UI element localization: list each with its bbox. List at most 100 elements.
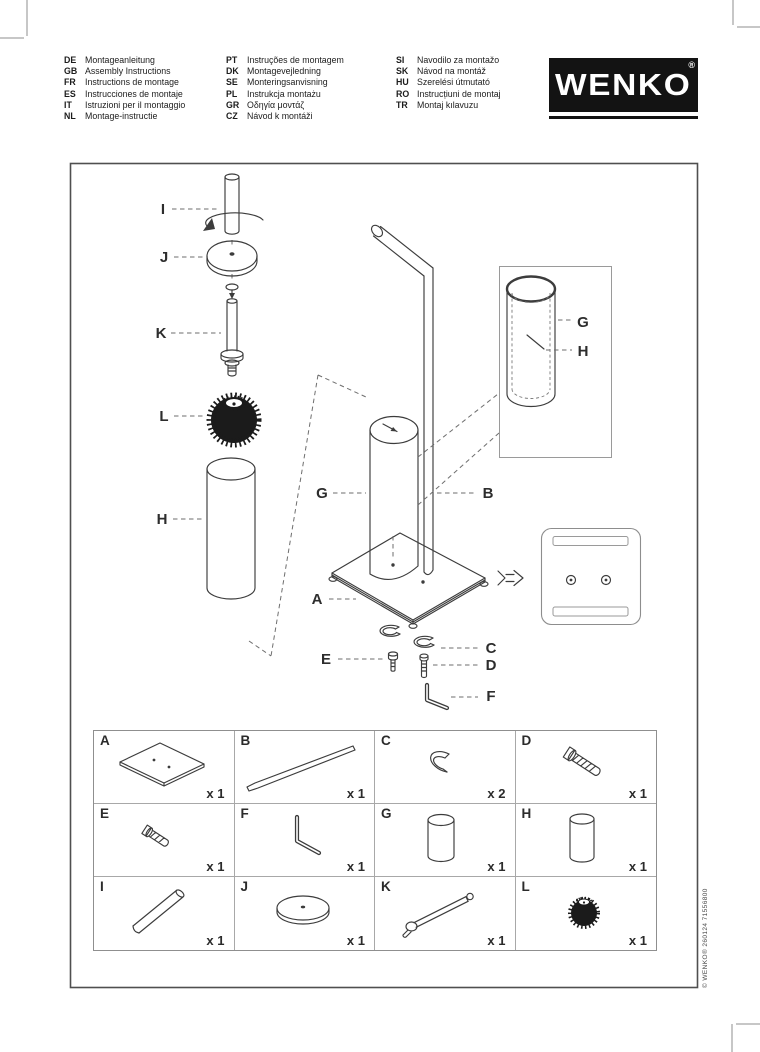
print-code-vertical: © WENKO® 260124 71556800 [702,888,709,988]
part-quantity: x 1 [346,933,365,948]
center-labels: G B A E C D F [312,485,497,705]
language-code: DK [226,66,239,77]
logo-underline [549,116,698,119]
language-name: Istruzioni per il montaggio [85,99,186,110]
label-k: K [156,325,167,342]
part-letter: H [521,806,532,821]
inset-projection-lines [417,393,500,506]
inset-label-h: H [578,343,589,360]
language-code: FR [64,77,76,88]
language-row: CZ Návod k montáži [226,111,344,122]
brush-holder-cylinder [369,415,419,581]
part-quantity: x 2 [487,786,506,801]
part-letter: B [240,733,251,748]
part-letter: K [381,879,391,894]
language-name: Navodilo za montažo [417,55,500,65]
parts-cell-i: I x 1 [94,877,235,950]
part-letter: E [100,806,110,821]
language-row: DK Montagevejledning [226,66,344,77]
inset-pointer-h [526,334,545,350]
language-code: HU [396,77,409,88]
lock-washer-c2 [413,635,435,648]
lock-washer-c1 [379,624,401,637]
language-code: DE [64,55,77,65]
screw-d [419,653,429,679]
language-code: GB [64,66,78,77]
brush-handle [224,173,240,235]
inset-label-g: G [577,314,589,331]
label-g: G [316,485,328,502]
part-quantity: x 1 [346,786,365,801]
brush-container [206,457,256,600]
part-g-cylinder-icon [427,813,455,863]
language-code: RO [396,88,410,99]
allen-key [424,682,450,711]
language-code: IT [64,99,72,110]
lid-connector [225,283,239,299]
part-letter: G [381,806,392,821]
insertion-guide-lines [248,374,367,657]
language-name: Montagevejledning [247,66,321,77]
label-h: H [157,511,168,528]
label-c: C [486,640,497,657]
part-quantity: x 1 [628,933,647,948]
label-b: B [483,485,494,502]
part-j-lid-icon [275,895,330,925]
part-quantity: x 1 [206,859,225,874]
part-quantity: x 1 [206,786,225,801]
brush-assembly-exploded [203,173,264,600]
part-quantity: x 1 [206,933,225,948]
part-letter: J [240,879,249,894]
label-l: L [159,408,168,425]
part-letter: L [521,879,530,894]
label-f: F [486,688,495,705]
part-f-allen-key-icon [294,814,321,856]
wenko-logo-text: WENKO [555,67,692,102]
language-name: Návod k montáži [247,111,313,122]
stand-unit [328,224,489,711]
language-name: Montageanleitung [85,55,155,65]
language-code: NL [64,111,76,122]
parts-cell-l: L x 1 [516,877,657,950]
language-row: IT Istruzioni per il montaggio [64,100,185,111]
part-quantity: x 1 [487,933,506,948]
language-name: Montaj kılavuzu [417,99,479,110]
parts-cell-k: K x 1 [375,877,516,950]
label-i: I [161,201,165,218]
language-name: Montage-instructie [85,111,158,122]
paper-holder-arm [370,224,434,277]
part-letter: A [100,733,110,748]
part-quantity: x 1 [628,859,647,874]
diagram-frame [69,162,699,989]
part-letter: D [521,733,532,748]
part-letter: I [100,879,104,894]
parts-cell-g: G x 1 [375,804,516,877]
language-code: SK [396,66,409,77]
parts-cell-h: H x 1 [515,804,656,877]
language-row: DE Montageanleitung [64,55,185,66]
part-c-lock-washer-icon [430,751,450,773]
wenko-logo: WENKO ® [549,58,698,112]
base-underside-detail [497,527,642,626]
part-i-handle-icon [132,889,185,934]
part-d-screw-icon [562,746,601,776]
language-code: CZ [226,111,238,122]
parts-cell-f: F x 1 [234,804,375,877]
rotation-arrow-icon [203,212,264,231]
part-quantity: x 1 [487,859,506,874]
language-name: Instrucciones de montaje [85,88,183,99]
